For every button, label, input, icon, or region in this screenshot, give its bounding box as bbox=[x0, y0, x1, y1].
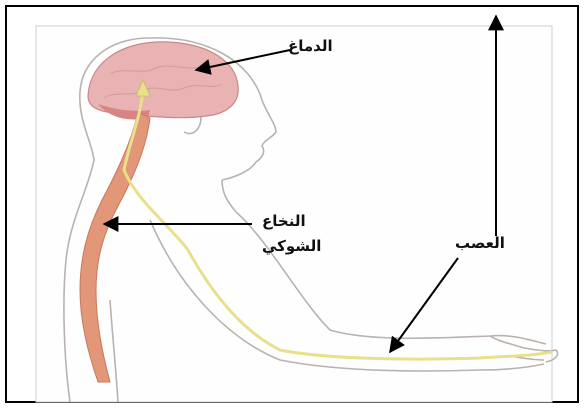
spinal-cord-label-line2: الشوكي bbox=[262, 236, 321, 256]
spinal-cord-label-line1: النخاع bbox=[262, 211, 306, 231]
brain-label: الدماغ bbox=[288, 36, 333, 56]
nerve-label: العصب bbox=[455, 233, 505, 253]
